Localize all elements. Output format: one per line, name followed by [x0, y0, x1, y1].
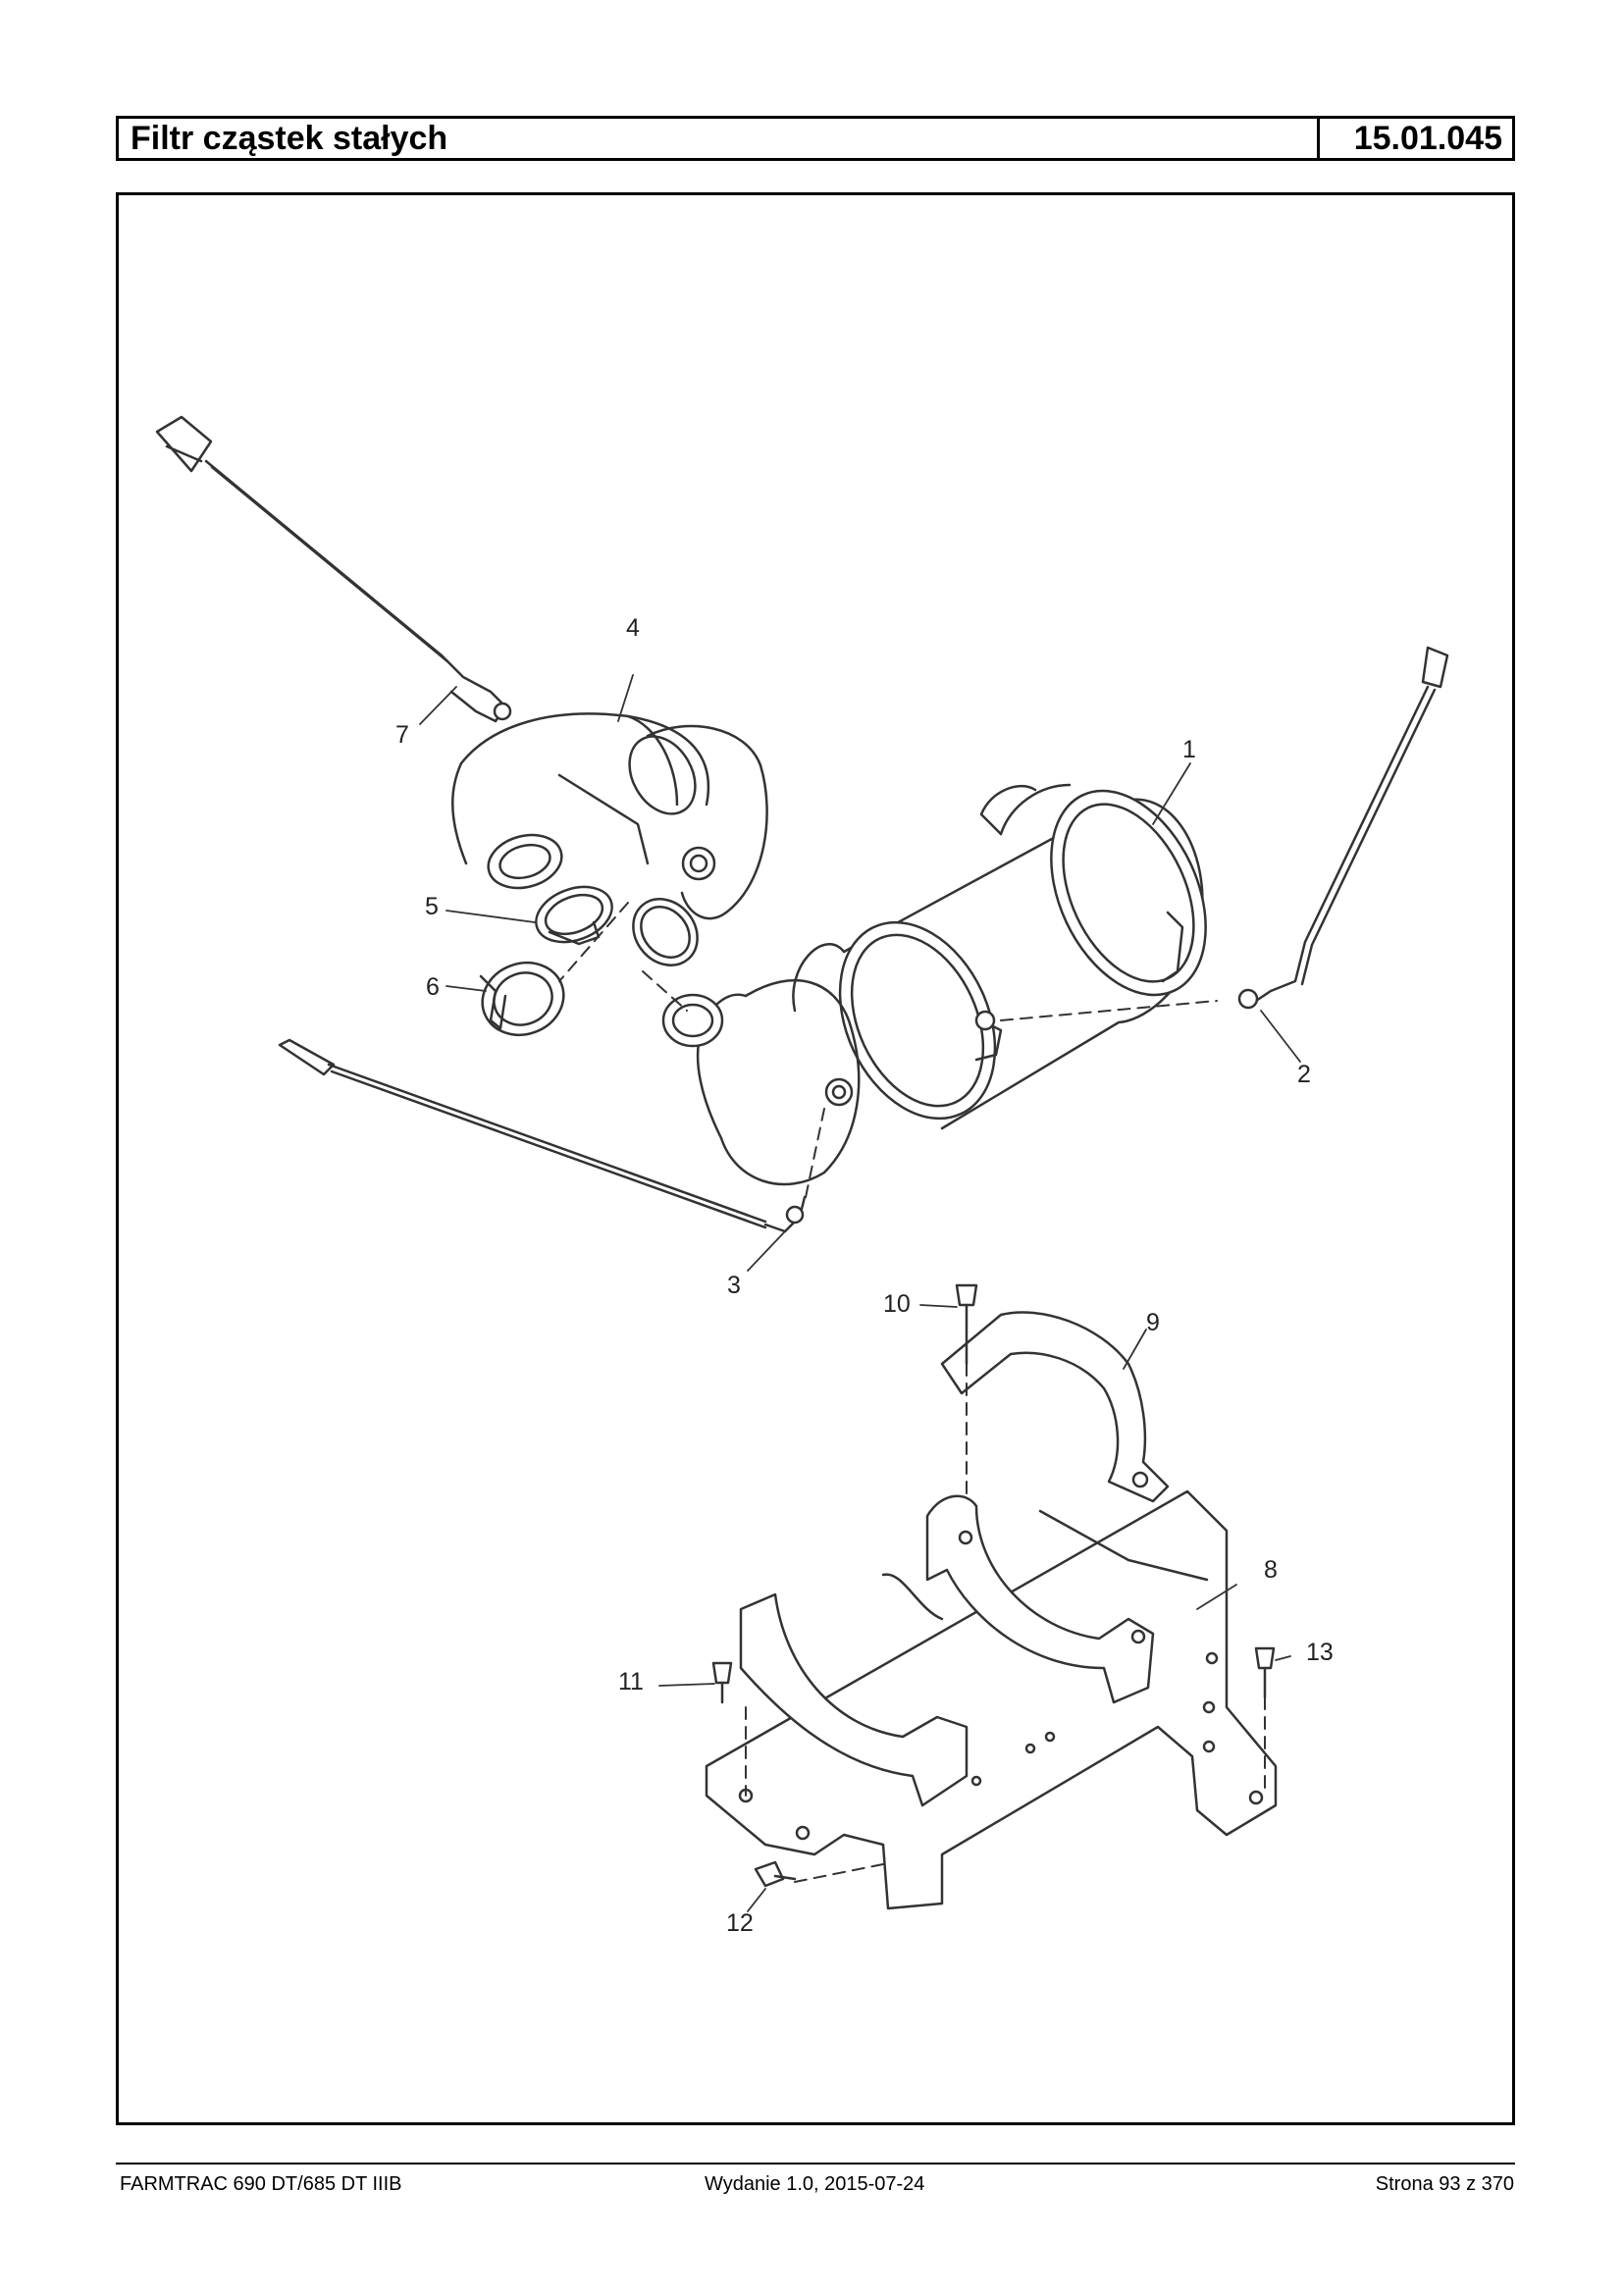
callout-1: 1	[1182, 736, 1196, 763]
footer-edition: Wydanie 1.0, 2015-07-24	[705, 2173, 925, 2195]
page-title: Filtr cząstek stałych	[119, 119, 1320, 158]
sensor-7-drawing	[155, 415, 512, 723]
assembly-lines	[558, 902, 1266, 1883]
bolt-13-drawing	[1254, 1646, 1276, 1699]
callout-3: 3	[727, 1272, 741, 1299]
callout-13: 13	[1306, 1639, 1334, 1666]
callout-2: 2	[1297, 1061, 1311, 1088]
callout-9: 9	[1146, 1309, 1160, 1336]
drawing-frame	[116, 192, 1515, 2125]
bolt-10-drawing	[955, 1283, 978, 1366]
bracket-8-drawing	[705, 1489, 1278, 1910]
bolt-12-drawing	[754, 1860, 797, 1888]
callout-10: 10	[883, 1290, 911, 1318]
section-code: 15.01.045	[1353, 120, 1502, 157]
page-header: Filtr cząstek stałych 15.01.045	[116, 116, 1515, 161]
pipe-elbow-4-drawing	[451, 712, 768, 920]
sensor-2-drawing	[1237, 646, 1449, 1010]
footer-model: FARMTRAC 690 DT/685 DT IIIB	[120, 2173, 402, 2195]
callout-12: 12	[726, 1909, 754, 1937]
clamp-5-drawing	[535, 885, 699, 966]
clamp-6-drawing	[479, 961, 565, 1037]
leader-lines	[419, 674, 1301, 1912]
strap-9-drawing	[940, 1311, 1170, 1503]
filter-body-1-drawing	[661, 783, 1207, 1186]
callout-5: 5	[425, 893, 439, 920]
footer-divider	[116, 2163, 1515, 2165]
callout-4: 4	[626, 614, 640, 642]
callout-7: 7	[395, 721, 409, 749]
callout-11: 11	[618, 1668, 644, 1695]
callout-6: 6	[426, 973, 440, 1001]
callout-8: 8	[1264, 1556, 1278, 1584]
bolt-11-drawing	[711, 1661, 733, 1704]
sensor-3-drawing	[278, 1038, 807, 1233]
footer-page-number: Strona 93 z 370	[1375, 2173, 1514, 2195]
